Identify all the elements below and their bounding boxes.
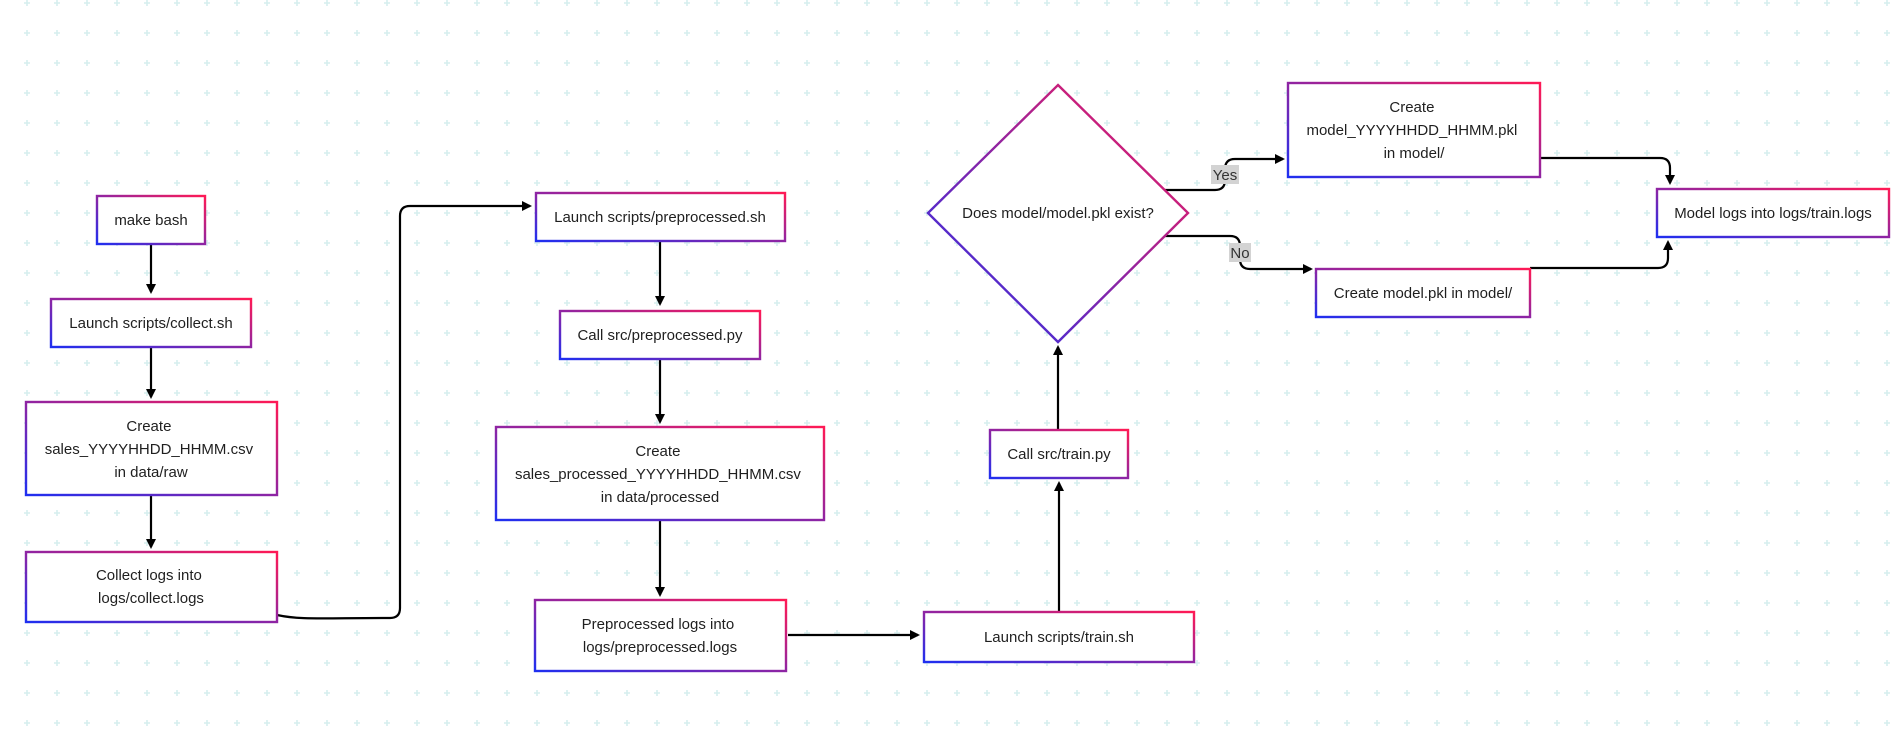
node-launch-preprocessed: Launch scripts/preprocessed.sh xyxy=(534,191,787,243)
edge-label-no-text: No xyxy=(1230,245,1249,262)
node-collect-logs: Collect logs into logs/collect.logs xyxy=(24,550,279,624)
edge-collect-logs-to-launch-preprocessed xyxy=(276,201,532,620)
node-create-model-timestamped: Create model_YYYYHHDD_HHMM.pkl in model/ xyxy=(1286,81,1542,179)
node-call-preprocessed-py: Call src/preprocessed.py xyxy=(558,309,762,361)
node-make-bash: make bash xyxy=(95,194,207,246)
node-call-train-py: Call src/train.py xyxy=(988,428,1130,480)
node-call-preprocessed-py-label: Call src/preprocessed.py xyxy=(577,327,743,344)
node-model-logs-label: Model logs into logs/train.logs xyxy=(1674,205,1872,222)
node-create-model-pkl: Create model.pkl in model/ xyxy=(1314,267,1532,319)
node-preprocessed-logs-label: Preprocessed logs into logs/preprocessed… xyxy=(582,616,739,656)
node-create-sales-raw-label: Create sales_YYYYHHDD_HHMM.csv in data/r… xyxy=(45,418,258,481)
edge-create-model-timestamped-to-model-logs xyxy=(1539,156,1675,185)
node-decision-model-exists: Does model/model.pkl exist? xyxy=(926,83,1190,344)
edge-label-yes: Yes xyxy=(1211,165,1239,184)
node-create-sales-processed-label: Create sales_processed_YYYYHHDD_HHMM.csv… xyxy=(515,443,805,506)
node-launch-preprocessed-label: Launch scripts/preprocessed.sh xyxy=(554,209,766,226)
node-preprocessed-logs: Preprocessed logs into logs/preprocessed… xyxy=(533,598,788,673)
edge-label-yes-text: Yes xyxy=(1213,167,1237,184)
edge-label-no: No xyxy=(1229,243,1251,262)
node-collect-logs-label: Collect logs into logs/collect.logs xyxy=(96,567,206,607)
node-launch-train: Launch scripts/train.sh xyxy=(922,610,1196,664)
node-model-logs: Model logs into logs/train.logs xyxy=(1655,187,1891,239)
node-launch-collect-label: Launch scripts/collect.sh xyxy=(69,315,232,332)
node-create-model-timestamped-label: Create model_YYYYHHDD_HHMM.pkl in model/ xyxy=(1306,99,1521,162)
node-create-model-pkl-label: Create model.pkl in model/ xyxy=(1334,285,1513,302)
node-make-bash-label: make bash xyxy=(114,212,187,229)
nodes: make bash Launch scripts/collect.sh Crea… xyxy=(24,81,1891,673)
node-create-sales-raw: Create sales_YYYYHHDD_HHMM.csv in data/r… xyxy=(24,400,279,497)
node-call-train-py-label: Call src/train.py xyxy=(1007,446,1111,463)
edge-create-model-pkl-to-model-logs xyxy=(1530,240,1673,270)
node-launch-train-label: Launch scripts/train.sh xyxy=(984,629,1134,646)
node-decision-model-exists-label: Does model/model.pkl exist? xyxy=(962,205,1154,222)
node-create-sales-processed: Create sales_processed_YYYYHHDD_HHMM.csv… xyxy=(494,425,826,522)
node-launch-collect: Launch scripts/collect.sh xyxy=(49,297,253,349)
